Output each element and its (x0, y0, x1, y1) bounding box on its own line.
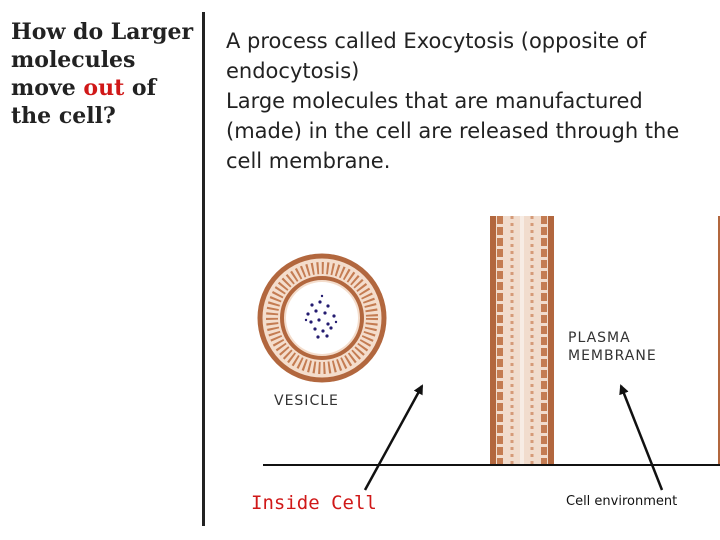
explanation-line-2: Large molecules that are manufactured (m… (226, 89, 680, 173)
inside-cell-arrow-icon (363, 384, 424, 491)
question-part-2: of the cell? (11, 75, 157, 129)
cell-environment-arrow-icon (619, 384, 664, 491)
vesicle-contents (304, 294, 338, 339)
question-part-1: How do Larger molecules move (11, 19, 194, 101)
vesicle-icon (257, 253, 387, 383)
question-highlight-out: out (83, 75, 125, 101)
vertical-divider (202, 12, 205, 526)
explanation-text: A process called Exocytosis (opposite of… (226, 26, 716, 176)
cell-environment-label: Cell environment (566, 494, 678, 509)
vesicle-label: VESICLE (274, 393, 339, 409)
inside-cell-label: Inside Cell (251, 492, 377, 514)
plasma-membrane-label: PLASMA MEMBRANE (568, 330, 657, 364)
explanation-line-1: A process called Exocytosis (opposite of… (226, 29, 647, 83)
plasma-membrane-icon (490, 216, 720, 466)
question-heading: How do Larger molecules move out of the … (11, 18, 203, 130)
